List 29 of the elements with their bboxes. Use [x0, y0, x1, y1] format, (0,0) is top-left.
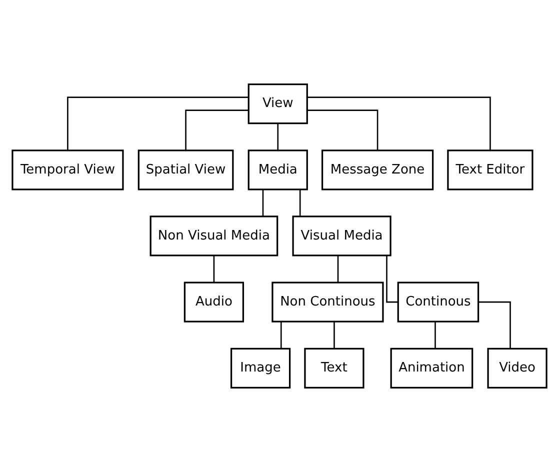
connector [337, 256, 339, 282]
connector [478, 301, 511, 348]
connector [307, 110, 378, 150]
node-box: Non Visual Media [150, 216, 278, 256]
connector [434, 322, 436, 348]
node-box: Message Zone [321, 150, 434, 190]
connector [307, 96, 491, 150]
node-box: Video [487, 348, 548, 388]
node-box: Text Editor [447, 150, 534, 190]
node-box: Audio [184, 282, 244, 322]
connector [185, 110, 248, 150]
node-box: Temporal View [12, 150, 124, 190]
node-box: Text [304, 348, 364, 388]
node-box: Animation [390, 348, 474, 388]
node-box: Media [248, 150, 308, 190]
node-box: Image [230, 348, 291, 388]
node-box: Continous [397, 282, 480, 322]
connector [262, 190, 264, 216]
connector [213, 256, 215, 282]
connector [334, 322, 335, 348]
node-box: Visual Media [292, 216, 392, 256]
connector [277, 124, 279, 150]
connector [299, 190, 301, 216]
connector [386, 256, 398, 303]
connector [67, 96, 248, 150]
node-box: View [248, 84, 308, 124]
node-box: Non Continous [272, 282, 384, 322]
node-box: Spatial View [138, 150, 234, 190]
connector [280, 322, 282, 348]
